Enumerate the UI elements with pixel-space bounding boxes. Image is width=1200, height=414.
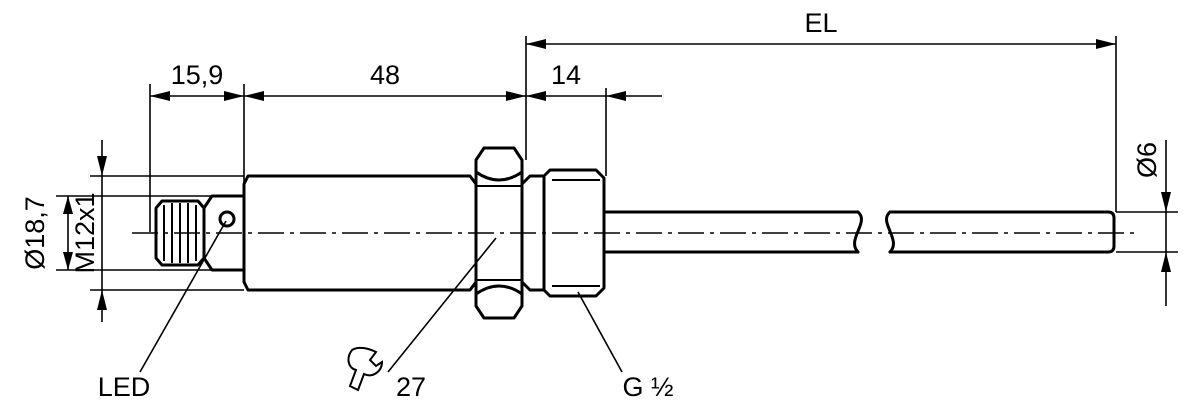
hex-nut	[474, 146, 524, 320]
wrench-icon	[347, 346, 384, 392]
dim-probe-length: EL	[804, 8, 837, 38]
m12-connector	[154, 199, 206, 267]
leader-lines	[139, 220, 623, 373]
dim-connector-length: 15,9	[171, 60, 224, 90]
process-thread-label: G ½	[622, 372, 673, 402]
diameter-dimensions	[63, 140, 1171, 322]
dim-connector-thread: M12x1	[70, 192, 100, 273]
dim-body-length: 48	[370, 60, 400, 90]
dim-body-diameter: Ø18,7	[20, 196, 50, 270]
led-indicator	[218, 210, 236, 228]
dim-thread-length: 14	[551, 60, 581, 90]
dim-probe-diameter: Ø6	[1132, 142, 1162, 178]
probe-rod	[602, 210, 1116, 254]
led-label: LED	[98, 372, 151, 402]
process-thread	[520, 168, 606, 298]
wrench-size-label: 27	[396, 372, 426, 402]
extension-lines	[56, 36, 1178, 291]
dimension-lines	[150, 39, 1116, 101]
